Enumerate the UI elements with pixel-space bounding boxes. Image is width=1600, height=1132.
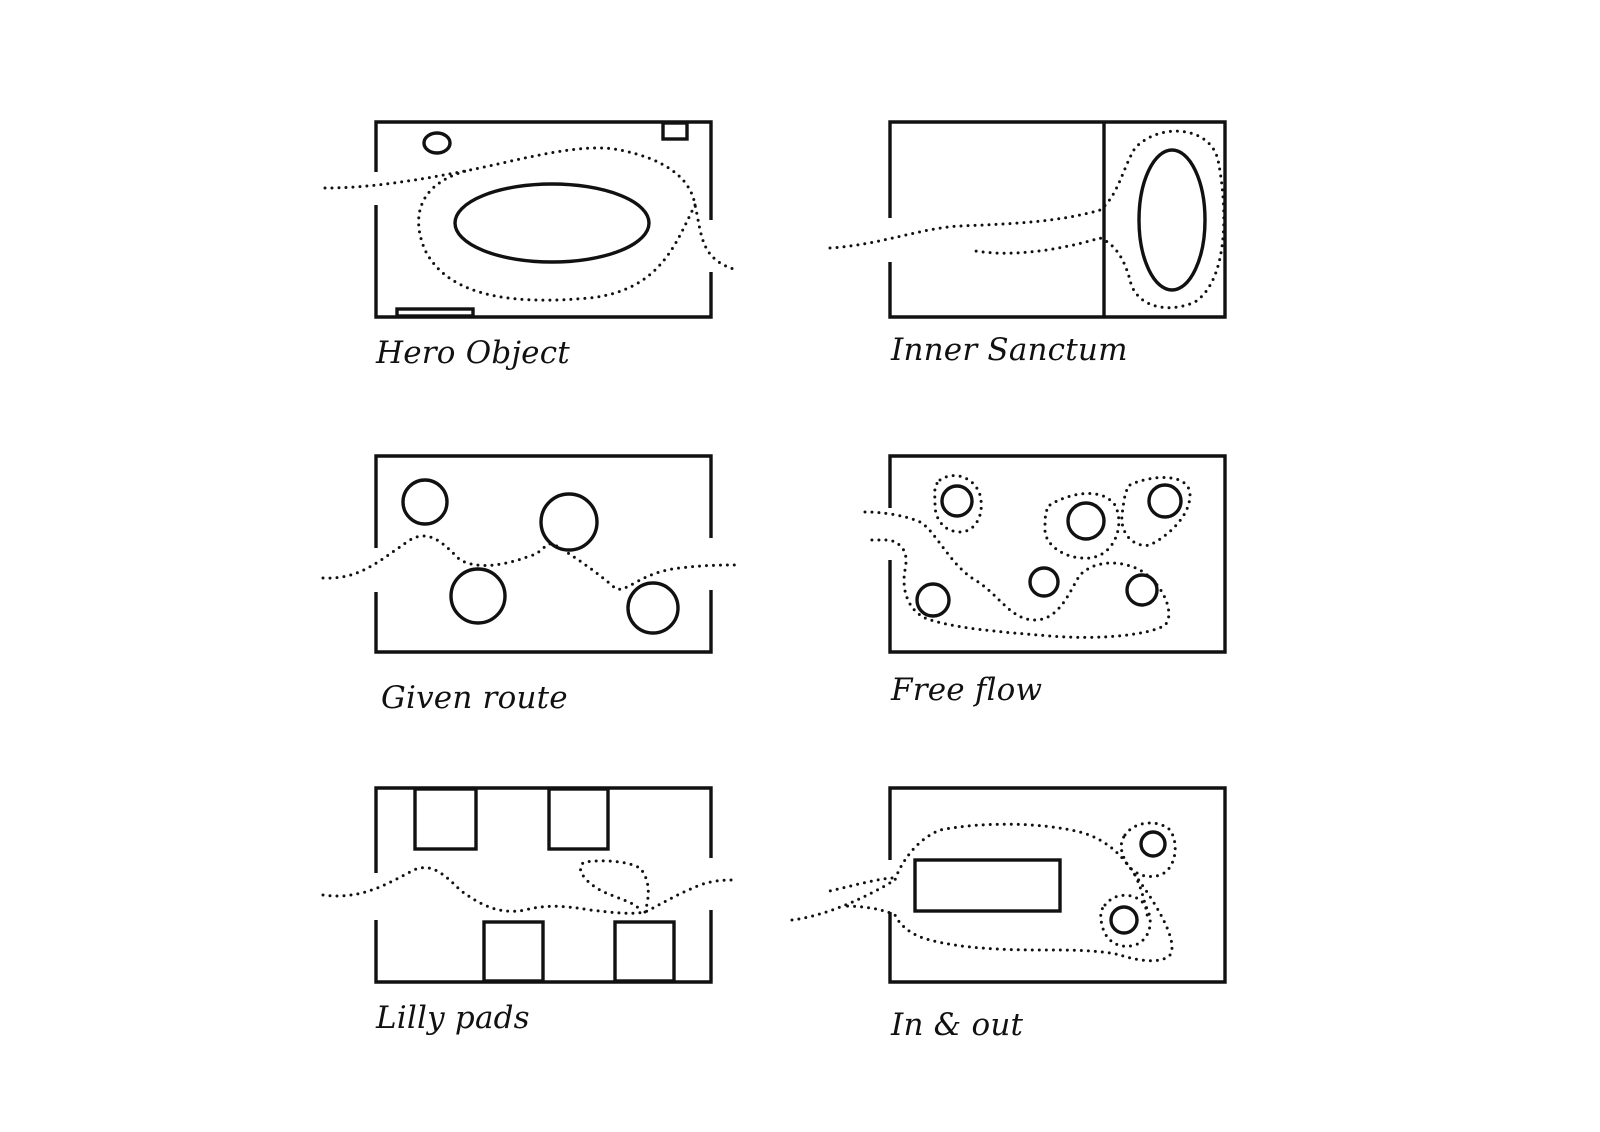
exhibit-circle	[1109, 905, 1139, 935]
caption-free-flow: Free flow	[891, 672, 1043, 708]
exhibit-circle	[940, 484, 974, 518]
exhibit-circle	[1147, 483, 1183, 519]
panel-given-route	[321, 454, 742, 654]
visitor-path	[323, 146, 739, 302]
visitor-path	[321, 534, 742, 591]
pad-box	[482, 920, 545, 983]
visitor-path	[321, 859, 737, 915]
caption-given-route: Given route	[381, 680, 568, 716]
exhibit-loop	[1043, 491, 1121, 560]
small-oval-object	[422, 131, 452, 155]
panel-in-and-out	[790, 786, 1227, 984]
exhibit-loop	[1120, 476, 1192, 547]
bench-strip	[395, 307, 475, 318]
exhibit-circle	[539, 492, 599, 552]
room-walls	[374, 454, 713, 654]
exhibit-circle	[449, 567, 507, 625]
sanctum-ellipse-object	[1137, 148, 1207, 292]
exhibit-circle	[1125, 573, 1159, 607]
pad-box	[547, 787, 610, 851]
caption-hero-object: Hero Object	[376, 335, 570, 371]
room-walls	[888, 786, 1227, 984]
exhibit-circle	[1139, 830, 1167, 858]
exhibit-circle	[1066, 501, 1106, 541]
visitor-path	[828, 129, 1226, 310]
caption-in-and-out: In & out	[891, 1007, 1024, 1043]
exhibit-circle	[1028, 566, 1060, 598]
exhibit-loop	[1119, 821, 1177, 878]
room-walls	[888, 454, 1227, 654]
panel-lilly-pads	[321, 786, 737, 984]
hero-ellipse-object	[453, 182, 651, 264]
connector-dots	[823, 873, 1150, 922]
corner-box	[661, 121, 689, 141]
exhibit-circle	[915, 582, 951, 618]
pad-box	[413, 787, 478, 851]
exhibit-loop	[1099, 893, 1152, 948]
caption-inner-sanctum: Inner Sanctum	[891, 332, 1128, 368]
display-case	[913, 858, 1062, 913]
panel-inner-sanctum	[828, 120, 1227, 319]
visitor-path	[863, 510, 1171, 639]
exhibit-circle	[626, 581, 680, 635]
visitor-path	[790, 822, 1174, 963]
exhibit-circle	[401, 478, 449, 526]
caption-lilly-pads: Lilly pads	[376, 1000, 530, 1036]
panel-free-flow	[863, 454, 1227, 654]
room-walls	[888, 120, 1227, 319]
panel-hero-object	[323, 120, 739, 319]
pad-box	[613, 920, 676, 983]
room-walls	[374, 120, 713, 319]
exhibit-loop	[933, 474, 983, 534]
